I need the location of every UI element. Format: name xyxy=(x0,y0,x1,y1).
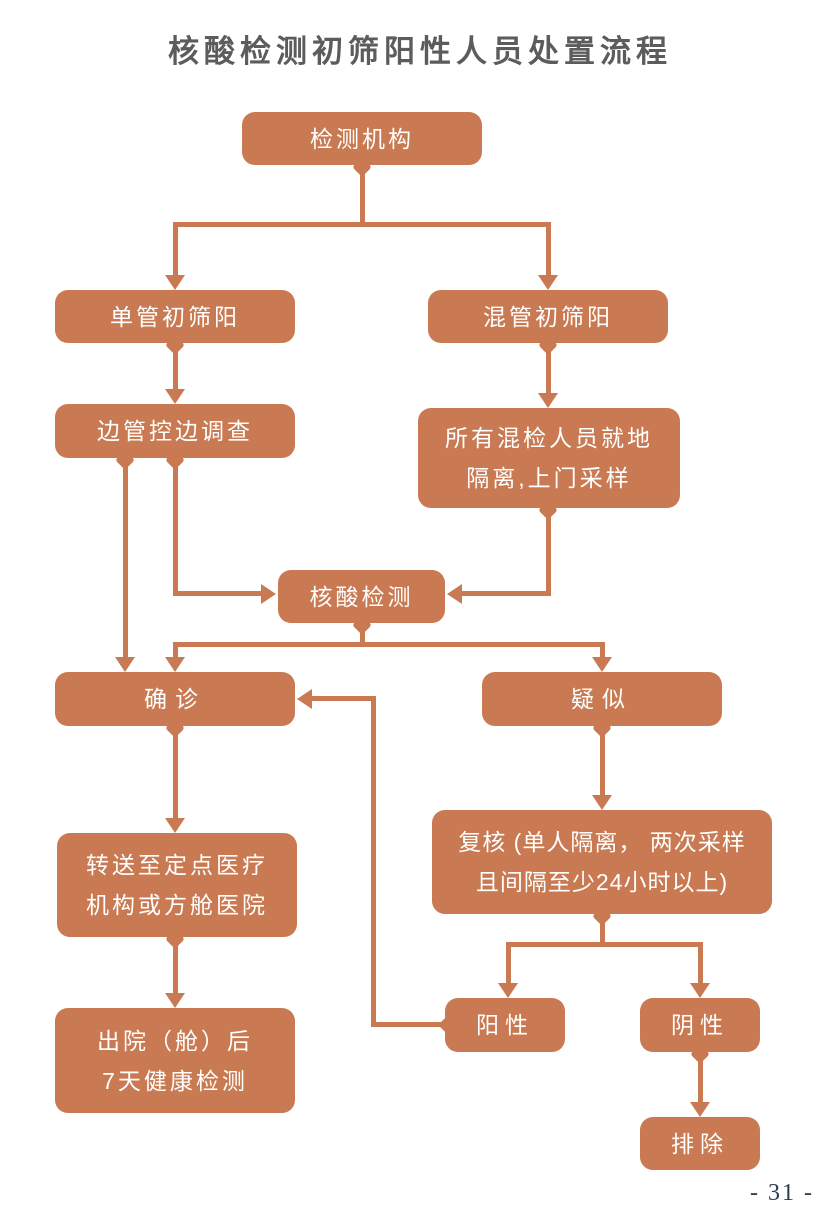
connector xyxy=(600,726,605,795)
page-title: 核酸检测初筛阳性人员处置流程 xyxy=(168,34,672,69)
node-label: 核酸检测 xyxy=(309,583,414,610)
node-label-line1: 复核 (单人隔离， 两次采样 xyxy=(458,829,746,855)
arrowhead-down-icon xyxy=(165,818,185,833)
node-transfer-hospital: 转送至定点医疗 机构或方舱医院 xyxy=(57,833,297,937)
connector xyxy=(600,642,605,657)
connector xyxy=(173,343,178,389)
arrowhead-down-icon xyxy=(165,275,185,290)
node-positive: 阳性 xyxy=(445,998,565,1052)
connector xyxy=(371,696,376,1027)
arrowhead-down-icon xyxy=(592,795,612,810)
connector xyxy=(173,642,178,657)
node-mixed-tube-positive: 混管初筛阳 xyxy=(428,290,668,343)
connector xyxy=(123,458,128,657)
connector xyxy=(506,942,511,983)
node-label-line1: 所有混检人员就地 xyxy=(445,425,653,451)
node-nucleic-acid-test: 核酸检测 xyxy=(278,570,445,623)
node-testing-org: 检测机构 xyxy=(242,112,482,165)
arrowhead-down-icon xyxy=(165,389,185,404)
node-negative: 阴性 xyxy=(640,998,760,1052)
connector xyxy=(173,937,178,993)
connector xyxy=(546,222,551,275)
connector xyxy=(360,623,365,647)
node-label: 边管控边调查 xyxy=(97,418,253,444)
node-suspected: 疑似 xyxy=(482,672,722,726)
node-label-line2: 机构或方舱医院 xyxy=(86,892,268,918)
node-recheck: 复核 (单人隔离， 两次采样 且间隔至少24小时以上) xyxy=(432,810,772,914)
connector xyxy=(698,1052,703,1102)
page-number: - 31 - xyxy=(750,1180,814,1206)
connector xyxy=(546,343,551,393)
connector xyxy=(371,1022,446,1027)
arrowhead-down-icon xyxy=(498,983,518,998)
node-label-line2: 7天健康检测 xyxy=(102,1067,248,1094)
node-label-line2: 隔离,上门采样 xyxy=(466,465,632,491)
node-quarantine-sampling: 所有混检人员就地 隔离,上门采样 xyxy=(418,408,680,508)
connector xyxy=(173,222,178,275)
node-label: 单管初筛阳 xyxy=(110,303,240,330)
node-control-while-investigate: 边管控边调查 xyxy=(55,404,295,458)
node-label-line1: 出院（舱）后 xyxy=(97,1027,253,1054)
arrowhead-left-icon xyxy=(447,584,462,604)
arrowhead-down-icon xyxy=(115,657,135,672)
arrowhead-down-icon xyxy=(592,657,612,672)
arrowhead-down-icon xyxy=(538,275,558,290)
node-confirmed: 确诊 xyxy=(55,672,295,726)
connector xyxy=(461,591,551,596)
connector xyxy=(173,458,178,596)
arrowhead-down-icon xyxy=(165,993,185,1008)
node-label: 阴性 xyxy=(671,1012,729,1038)
node-label: 阳性 xyxy=(476,1012,534,1038)
connector xyxy=(173,222,551,227)
node-label: 混管初筛阳 xyxy=(483,303,613,330)
node-excluded: 排除 xyxy=(640,1117,760,1170)
connector xyxy=(698,942,703,983)
connector xyxy=(546,508,551,596)
node-label: 排除 xyxy=(671,1130,729,1157)
node-discharge-monitoring: 出院（舱）后 7天健康检测 xyxy=(55,1008,295,1113)
connector xyxy=(360,165,365,227)
connector xyxy=(311,696,373,701)
arrowhead-down-icon xyxy=(690,1102,710,1117)
node-label: 确诊 xyxy=(144,686,206,712)
arrowhead-down-icon xyxy=(690,983,710,998)
node-label-line1: 转送至定点医疗 xyxy=(86,852,268,878)
node-label: 检测机构 xyxy=(310,125,414,152)
connector xyxy=(600,914,605,946)
connector xyxy=(173,726,178,818)
node-single-tube-positive: 单管初筛阳 xyxy=(55,290,295,343)
connector xyxy=(506,942,703,947)
connector xyxy=(173,591,263,596)
connector xyxy=(173,642,605,647)
arrowhead-down-icon xyxy=(165,657,185,672)
arrowhead-down-icon xyxy=(538,393,558,408)
arrowhead-right-icon xyxy=(261,584,276,604)
arrowhead-left-icon xyxy=(297,689,312,709)
node-label: 疑似 xyxy=(571,686,633,712)
node-label-line2: 且间隔至少24小时以上) xyxy=(475,869,729,895)
